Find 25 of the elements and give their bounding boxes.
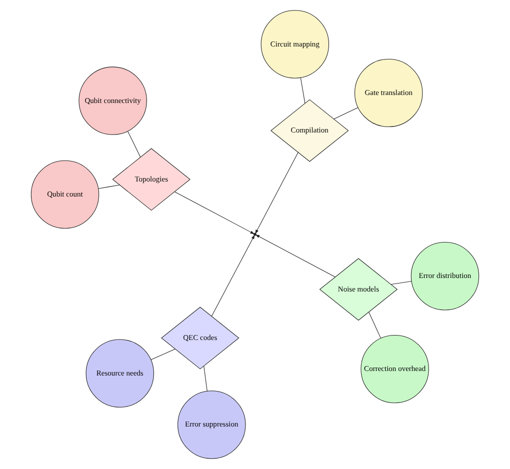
node-diamond: Compilation	[270, 99, 349, 162]
node-circle: Gate translation	[354, 58, 423, 128]
connector	[368, 312, 382, 338]
node-circle: Correction overhead	[360, 334, 429, 404]
connector	[204, 366, 208, 392]
node-circle: Error distribution	[410, 242, 480, 310]
node-circle: Qubit count	[30, 160, 100, 229]
node-diamond: Topologies	[112, 148, 190, 211]
node-point	[254, 232, 256, 236]
arrow	[255, 234, 336, 278]
node-diamond: QEC codes	[161, 306, 240, 370]
node-circle: Qubit connectivity	[78, 66, 147, 135]
connector	[98, 184, 120, 189]
connector	[300, 78, 306, 104]
connector	[127, 130, 141, 158]
node-circle: Circuit mapping	[260, 10, 330, 78]
arrow	[174, 191, 255, 234]
node-diamond: Noise models	[319, 258, 398, 321]
arrow	[211, 234, 255, 317]
node-circle: Error suppression	[178, 390, 246, 459]
node-circle: Resource needs	[86, 339, 154, 408]
connector	[334, 107, 358, 120]
connector	[390, 281, 412, 285]
arrow	[255, 152, 298, 234]
connector	[150, 348, 176, 360]
